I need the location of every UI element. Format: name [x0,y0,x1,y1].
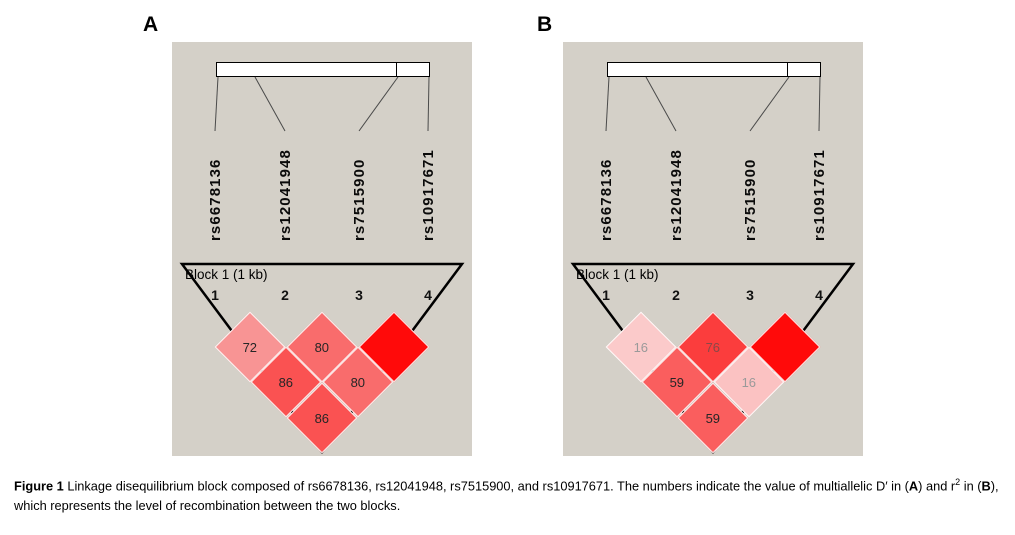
panel-b-letter: B [537,13,553,36]
figure-caption: Figure 1 Linkage disequilibrium block co… [14,476,1002,516]
snp-connector-line [605,76,610,132]
snp-position-number: 4 [815,287,823,303]
ld-cell-value: 16 [633,339,649,355]
snp-position-number: 4 [424,287,432,303]
caption-text: in ( [960,478,982,494]
ld-cell-value: 80 [350,374,366,390]
caption-text: Linkage disequilibrium block composed of… [63,478,909,494]
snp-connector-line [358,76,399,132]
snp-connector-line [427,76,430,132]
ld-cell-value: 80 [314,339,330,355]
snp-label: rs10917671 [420,149,437,241]
ld-cell-value: 86 [314,410,330,426]
snp-label: rs12041948 [668,149,685,241]
physical-map-bar [216,62,430,77]
snp-position-number: 2 [281,287,289,303]
ld-cell-value: 76 [705,339,721,355]
caption-text: Figure 1 [14,478,64,494]
ld-cell-value: 59 [669,374,685,390]
caption-text: B [981,478,991,494]
snp-position-number: 1 [211,287,219,303]
snp-position-number: 3 [746,287,754,303]
snp-connector-line [818,76,821,132]
ld-plot-panel-a: rs6678136 rs12041948 rs7515900 rs10917671 B… [172,42,472,456]
snp-label: rs6678136 [207,158,224,241]
caption-text: 2 [955,477,961,487]
block-label: Block 1 (1 kb) [576,267,659,282]
snp-position-number: 2 [672,287,680,303]
snp-label: rs7515900 [742,158,759,241]
ld-cell-value: 59 [705,410,721,426]
snp-connector-line [214,76,219,132]
snp-connector-line [749,76,790,132]
ld-plot-panel-b: rs6678136 rs12041948 rs7515900 rs10917671 B… [563,42,863,456]
ld-cell-value: 16 [741,374,757,390]
caption-text: ) and r [918,478,956,494]
ld-cell-value: 72 [242,339,258,355]
snp-position-number: 1 [602,287,610,303]
snp-label: rs12041948 [277,149,294,241]
snp-position-number: 3 [355,287,363,303]
snp-label: rs7515900 [351,158,368,241]
snp-connector-line [254,76,286,132]
caption-text: A [908,478,919,494]
block-label: Block 1 (1 kb) [185,267,268,282]
caption-text: ), which represents the level of recombi… [14,478,999,514]
snp-label: rs6678136 [598,158,615,241]
snp-connector-line [645,76,677,132]
ld-cell-value: 86 [278,374,294,390]
panel-a-letter: A [143,13,159,36]
physical-map-bar [607,62,821,77]
snp-label: rs10917671 [811,149,828,241]
